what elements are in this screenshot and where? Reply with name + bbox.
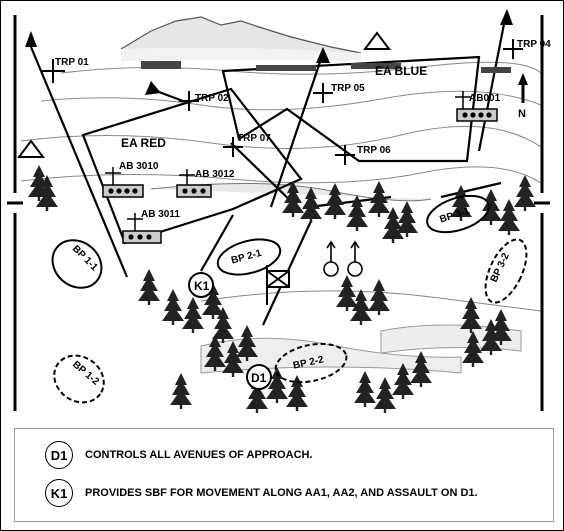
ab-3012-label: AB 3012 <box>195 169 235 180</box>
ea-blue-label: EA BLUE <box>375 64 427 78</box>
ab-3010-label: AB 3010 <box>119 161 159 172</box>
trp-04-label: TRP 04 <box>517 39 551 50</box>
battle-position-ellipses <box>51 194 528 404</box>
bp-2-1-label: BP 2-1 <box>230 248 263 267</box>
k1-legend-symbol: K1 <box>45 479 73 507</box>
tree-line <box>28 165 536 413</box>
trp-01-label: TRP 01 <box>55 57 89 68</box>
legend-row-k1: K1 PROVIDES SBF FOR MOVEMENT ALONG AA1, … <box>45 479 478 507</box>
legend: D1 CONTROLS ALL AVENUES OF APPROACH. K1 … <box>14 428 554 522</box>
obstacle-blocks <box>102 91 498 244</box>
bp-1-2-label: BP 1-2 <box>70 359 101 388</box>
distant-treeline <box>141 61 511 73</box>
bp-3-2-label: BP 3-2 <box>489 251 512 284</box>
trp-07-label: TRP 07 <box>237 133 271 144</box>
arrowheads <box>25 9 528 95</box>
ea-red-label: EA RED <box>121 136 166 150</box>
ab-3011-label: AB 3011 <box>141 209 180 220</box>
legend-row-d1: D1 CONTROLS ALL AVENUES OF APPROACH. <box>45 441 313 469</box>
d1-legend-text: CONTROLS ALL AVENUES OF APPROACH. <box>85 449 313 461</box>
tactical-map: TRP 01 TRP 02 TRP 04 TRP 05 TRP 06 TRP 0… <box>7 9 551 413</box>
ea-red-boundary <box>81 87 303 245</box>
k1-label: K1 <box>194 279 210 293</box>
k1-legend-text: PROVIDES SBF FOR MOVEMENT ALONG AA1, AA2… <box>85 487 478 499</box>
command-post-symbol <box>266 265 290 305</box>
d1-unit-symbol <box>246 364 272 390</box>
d1-label: D1 <box>251 371 267 385</box>
k1-unit-symbol <box>188 272 214 298</box>
ab001-label: AB001 <box>469 93 501 104</box>
trp-markers <box>41 39 523 165</box>
trp-02-label: TRP 02 <box>195 93 229 104</box>
d1-legend-symbol: D1 <box>45 441 73 469</box>
obstacle-triangles <box>17 31 391 158</box>
north-label: N <box>518 108 526 120</box>
bp-1-1-label: BP 1-1 <box>70 243 100 273</box>
aa-arrows-symbol <box>323 240 363 277</box>
ea-blue-boundary <box>221 55 481 163</box>
trp-06-label: TRP 06 <box>357 145 391 156</box>
terrain <box>20 16 542 374</box>
trp-05-label: TRP 05 <box>331 83 365 94</box>
obstacle-dots <box>108 112 492 240</box>
sector-boundaries <box>7 15 550 411</box>
bp-3-1-label: BP 3-1 <box>438 205 471 225</box>
